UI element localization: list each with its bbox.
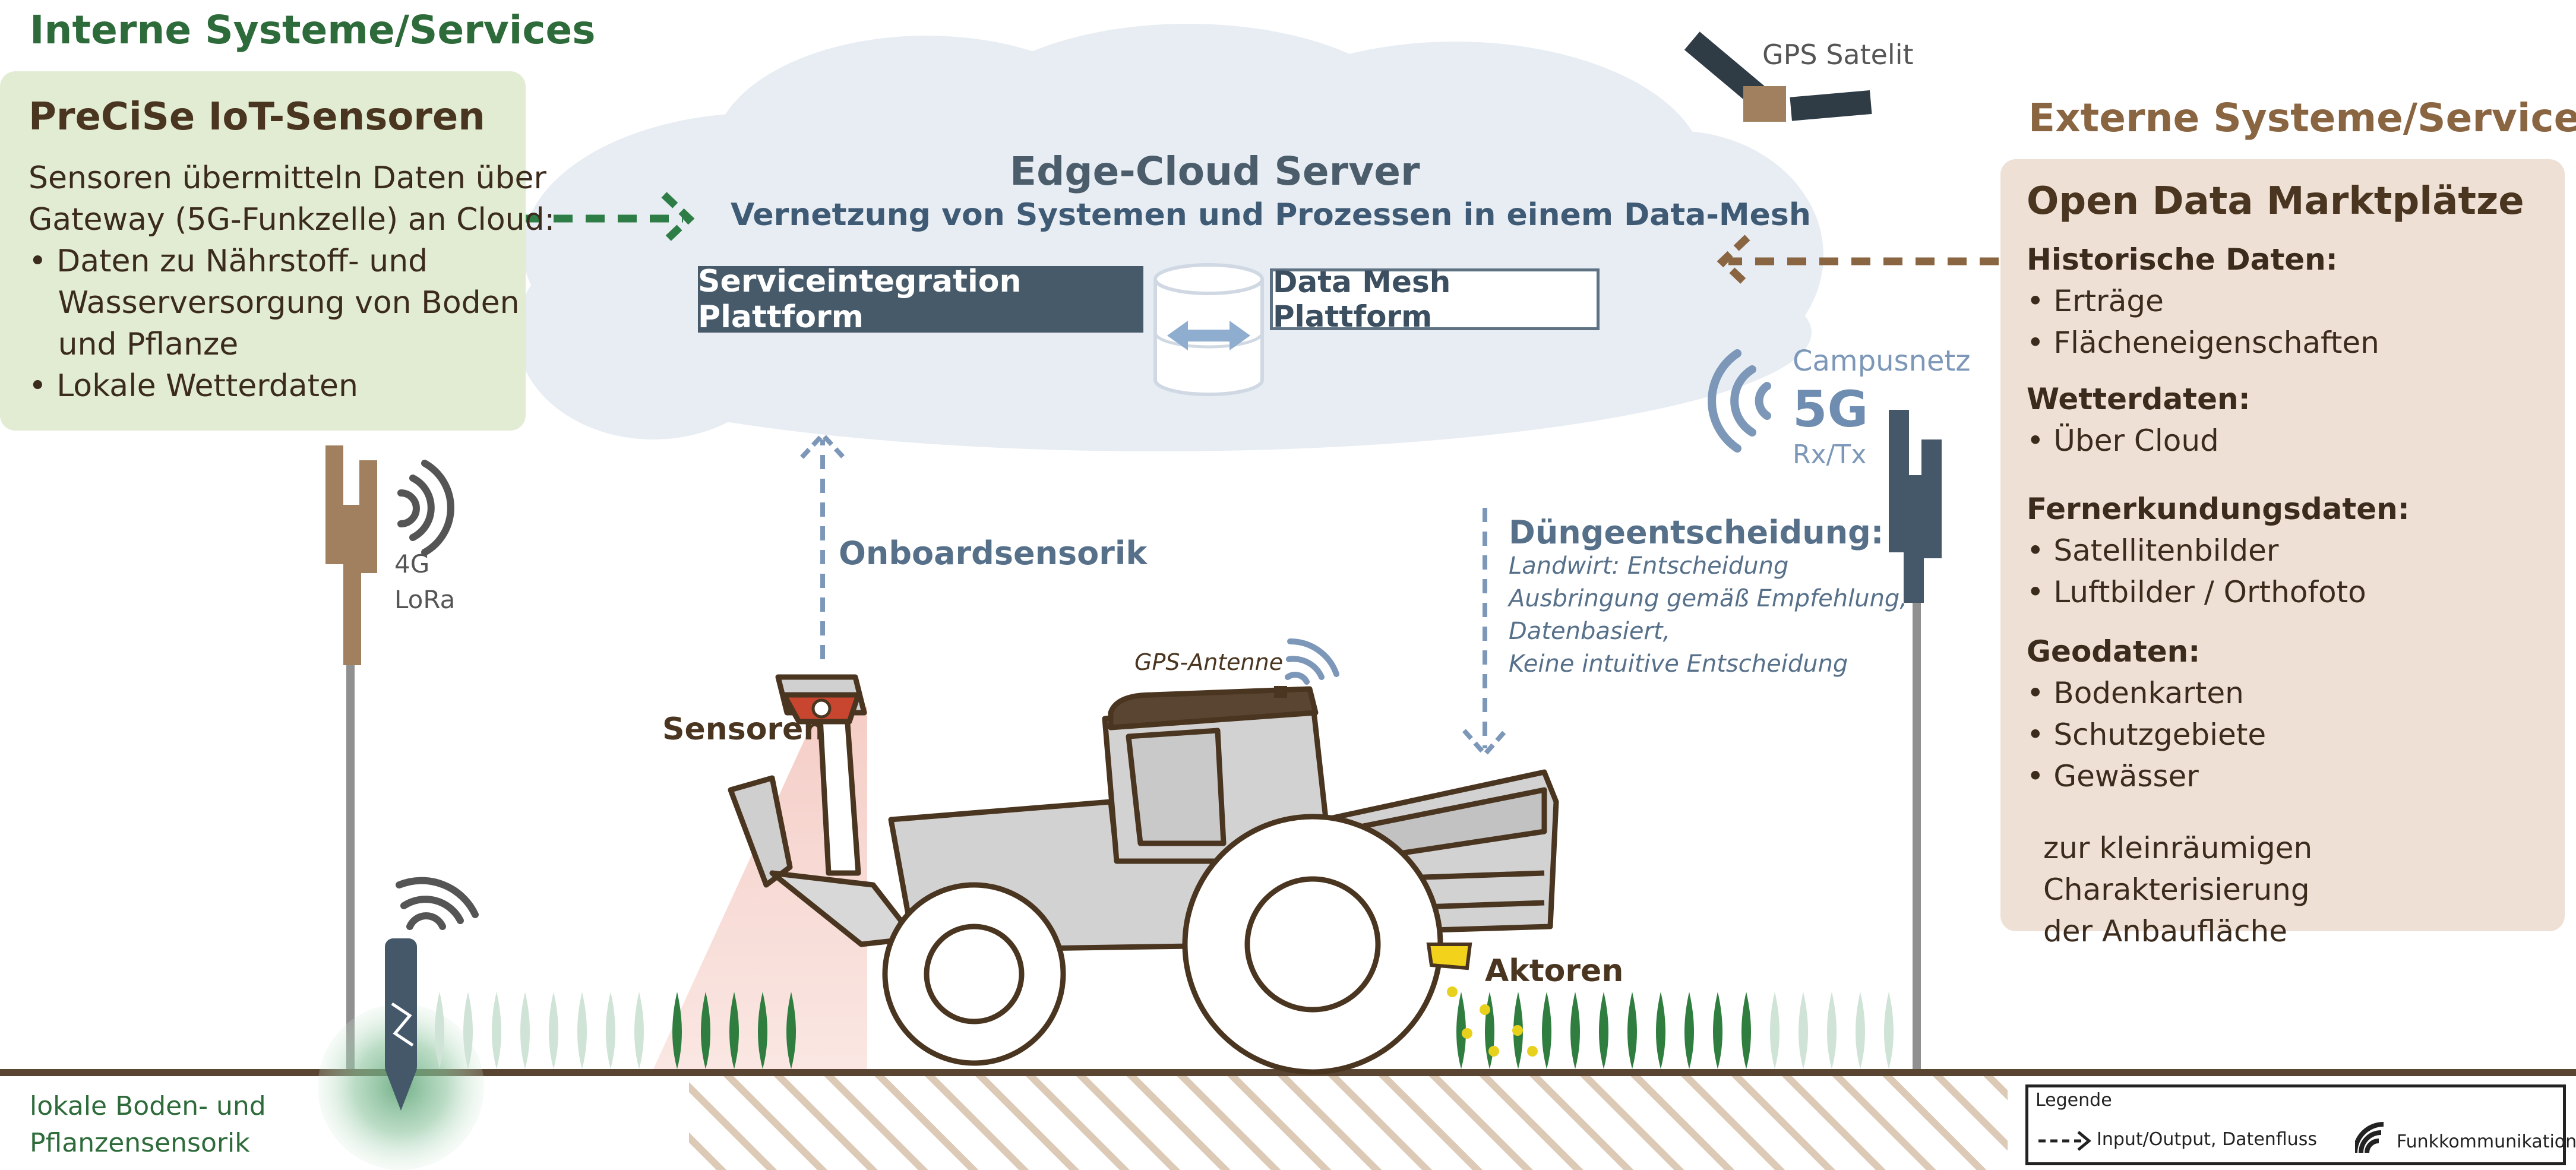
section-item: • Schutzgebiete <box>2027 717 2267 752</box>
internal-line: • Lokale Wetterdaten <box>29 368 358 404</box>
section-title: Geodaten: <box>2027 634 2201 669</box>
section-item: • Über Cloud <box>2027 423 2219 458</box>
external-open-data-box: Open Data Marktplätze Historische Daten:… <box>2000 159 2565 948</box>
section-item: • Flächeneigenschaften <box>2027 325 2379 360</box>
sensor-beam <box>653 707 867 1069</box>
section-title: Historische Daten: <box>2027 242 2338 277</box>
actuator-icon <box>1426 943 1538 1057</box>
soil-sensor-label: lokale Boden- und Pflanzensensorik <box>30 1088 266 1162</box>
legend: Legende Input/Output, Datenfluss Funkkom… <box>2025 1084 2576 1165</box>
soil-sensor-line: Pflanzensensorik <box>30 1128 250 1158</box>
section-item: • Satellitenbilder <box>2027 533 2279 568</box>
lora-4g-tower <box>325 445 377 1075</box>
service-platform-box: Serviceintegration Plattform <box>698 264 1143 335</box>
decision-line: Datenbasiert, <box>1509 618 1671 645</box>
dataflow-arrow-external <box>1717 235 1999 288</box>
decision-title: Düngeentscheidung: <box>1509 514 1884 551</box>
soil-sensor-icon <box>318 938 484 1170</box>
decision-line: Ausbringung gemäß Empfehlung, <box>1509 585 1908 612</box>
internal-heading: Interne Systeme/Services <box>30 7 596 53</box>
internal-line: Sensoren übermitteln Daten über <box>29 160 546 196</box>
internal-box-title: PreCiSe IoT-Sensoren <box>29 95 485 139</box>
crop-row-left-light <box>435 992 644 1069</box>
section-item: • Luftbilder / Orthofoto <box>2027 575 2366 609</box>
radio-waves-icon <box>2355 1122 2384 1153</box>
legend-radio: Funkkommunikation <box>2397 1131 2576 1152</box>
lora-label: LoRa <box>394 585 456 614</box>
satellite-icon <box>1684 31 1872 122</box>
decision-line: Landwirt: Entscheidung <box>1509 552 1789 580</box>
gps-antenna-icon <box>1274 686 1287 698</box>
internal-line: • Daten zu Nährstoff- und <box>29 244 428 279</box>
internal-line: Wasserversorgung von Boden <box>29 285 520 321</box>
soil-sensor-line: lokale Boden- und <box>30 1091 266 1121</box>
radio-waves-icon <box>1708 349 1771 453</box>
campusnetz-label: Campusnetz <box>1793 344 1971 378</box>
ground-line <box>0 1069 2576 1076</box>
decision-line: Keine intuitive Entscheidung <box>1509 650 1848 678</box>
dashed-arrow-icon <box>2038 1131 2091 1151</box>
fiveg-label: 5G <box>1793 380 1869 438</box>
tractor-icon <box>728 674 1559 1075</box>
onboard-label: Onboardsensorik <box>839 535 1148 572</box>
cloud-title: Edge-Cloud Server <box>1010 148 1420 194</box>
gps-antenna-label: GPS-Antenne <box>1134 649 1284 675</box>
section-item: • Erträge <box>2027 284 2164 318</box>
database-exchange-icon <box>1153 263 1264 396</box>
section-item: • Gewässer <box>2027 759 2199 793</box>
dataflow-arrow-decision <box>1462 508 1508 758</box>
data-mesh-platform-box: Data Mesh Plattform <box>1270 265 1600 334</box>
radio-waves-icon <box>1285 638 1339 685</box>
dataflow-arrow-internal <box>521 192 695 245</box>
legend-dataflow: Input/Output, Datenfluss <box>2097 1129 2317 1150</box>
campus-5g-tower <box>1889 410 1942 1075</box>
section-title: Fernerkundungsdaten: <box>2027 492 2410 526</box>
rxtx-label: Rx/Tx <box>1793 439 1867 470</box>
legend-title: Legende <box>2035 1090 2112 1111</box>
soil-hatch <box>689 1076 2008 1170</box>
actuators-label: Aktoren <box>1485 953 1624 989</box>
footer-line: der Anbaufläche <box>2043 914 2287 948</box>
crop-row-treated <box>1456 992 1751 1069</box>
gps-satellite-label: GPS Satelit <box>1762 39 1914 71</box>
external-footer: zur kleinräumigen Charakterisierung der … <box>2043 827 2565 952</box>
section-title: Wetterdaten: <box>2027 382 2251 416</box>
fourg-label: 4G <box>394 549 430 578</box>
internal-line: und Pflanze <box>29 327 239 362</box>
internal-line: Gateway (5G-Funkzelle) an Cloud: <box>29 202 555 238</box>
radio-waves-icon <box>396 877 479 930</box>
internal-box-body: Sensoren übermitteln Daten über Gateway … <box>29 157 555 407</box>
sensors-label: Sensoren <box>662 712 826 747</box>
radio-waves-icon <box>397 460 454 556</box>
dataflow-arrow-onboard <box>800 431 845 659</box>
crop-row-sensed <box>672 992 796 1069</box>
cloud-subtitle: Vernetzung von Systemen und Prozessen in… <box>731 197 1811 233</box>
section-item: • Bodenkarten <box>2027 676 2244 710</box>
external-heading: Externe Systeme/Services <box>2028 95 2576 141</box>
footer-line: zur kleinräumigen Charakterisierung <box>2043 831 2313 907</box>
internal-iot-box: PreCiSe IoT-Sensoren Sensoren übermittel… <box>0 71 555 431</box>
external-box-title: Open Data Marktplätze <box>2027 179 2524 223</box>
crop-row-right-light <box>1770 992 1894 1069</box>
